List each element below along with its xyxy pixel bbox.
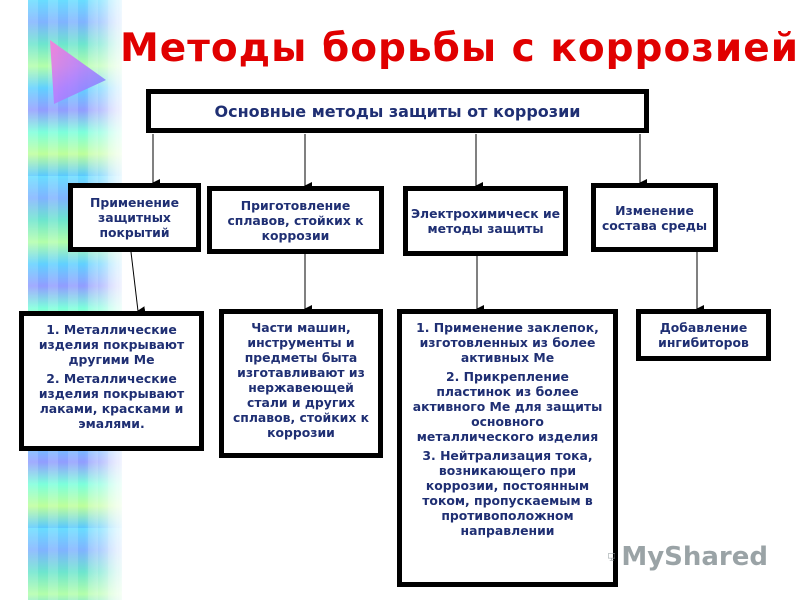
root-label: Основные методы защиты от коррозии	[214, 101, 581, 121]
detail-item: 2. Прикрепление пластинок из более актив…	[412, 369, 603, 444]
page-title: Методы борьбы с коррозией	[120, 26, 800, 71]
category-label: Применение защитных покрытий	[89, 195, 180, 240]
detail-alloys: Части машин, инструменты и предметы быта…	[219, 309, 383, 458]
category-electrochemical: Электрохимическ ие методы защиты	[403, 186, 568, 256]
watermark: MyShared	[608, 540, 768, 574]
category-label: Электрохимическ ие методы защиты	[410, 206, 561, 236]
category-label: Приготовление сплавов, стойких к коррози…	[227, 197, 364, 243]
detail-coatings: 1. Металлические изделия покрывают други…	[19, 311, 204, 451]
detail-environment: Добавление ингибиторов	[636, 309, 771, 361]
detail-item: Части машин, инструменты и предметы быта…	[232, 320, 370, 440]
arrow-coatings-detail	[130, 251, 146, 315]
detail-item: 2. Металлические изделия покрывают лакам…	[38, 371, 185, 431]
category-environment: Изменение состава среды	[591, 183, 718, 252]
decorative-stripe	[28, 0, 122, 600]
detail-item: Добавление ингибиторов	[658, 320, 749, 350]
category-coatings: Применение защитных покрытий	[68, 183, 201, 252]
presentation-board-icon	[608, 553, 616, 561]
detail-item: 3. Нейтрализация тока, возникающего при …	[422, 448, 593, 538]
decorative-triangle-icon	[50, 40, 106, 104]
category-alloys: Приготовление сплавов, стойких к коррози…	[207, 186, 384, 254]
detail-electrochemical: 1. Применение заклепок, изготовленных из…	[397, 309, 618, 587]
watermark-text: MyShared	[621, 542, 768, 572]
category-label: Изменение состава среды	[601, 202, 708, 233]
detail-item: 1. Металлические изделия покрывают други…	[38, 322, 185, 367]
detail-item: 1. Применение заклепок, изготовленных из…	[416, 320, 599, 365]
root-box: Основные методы защиты от коррозии	[146, 89, 649, 133]
